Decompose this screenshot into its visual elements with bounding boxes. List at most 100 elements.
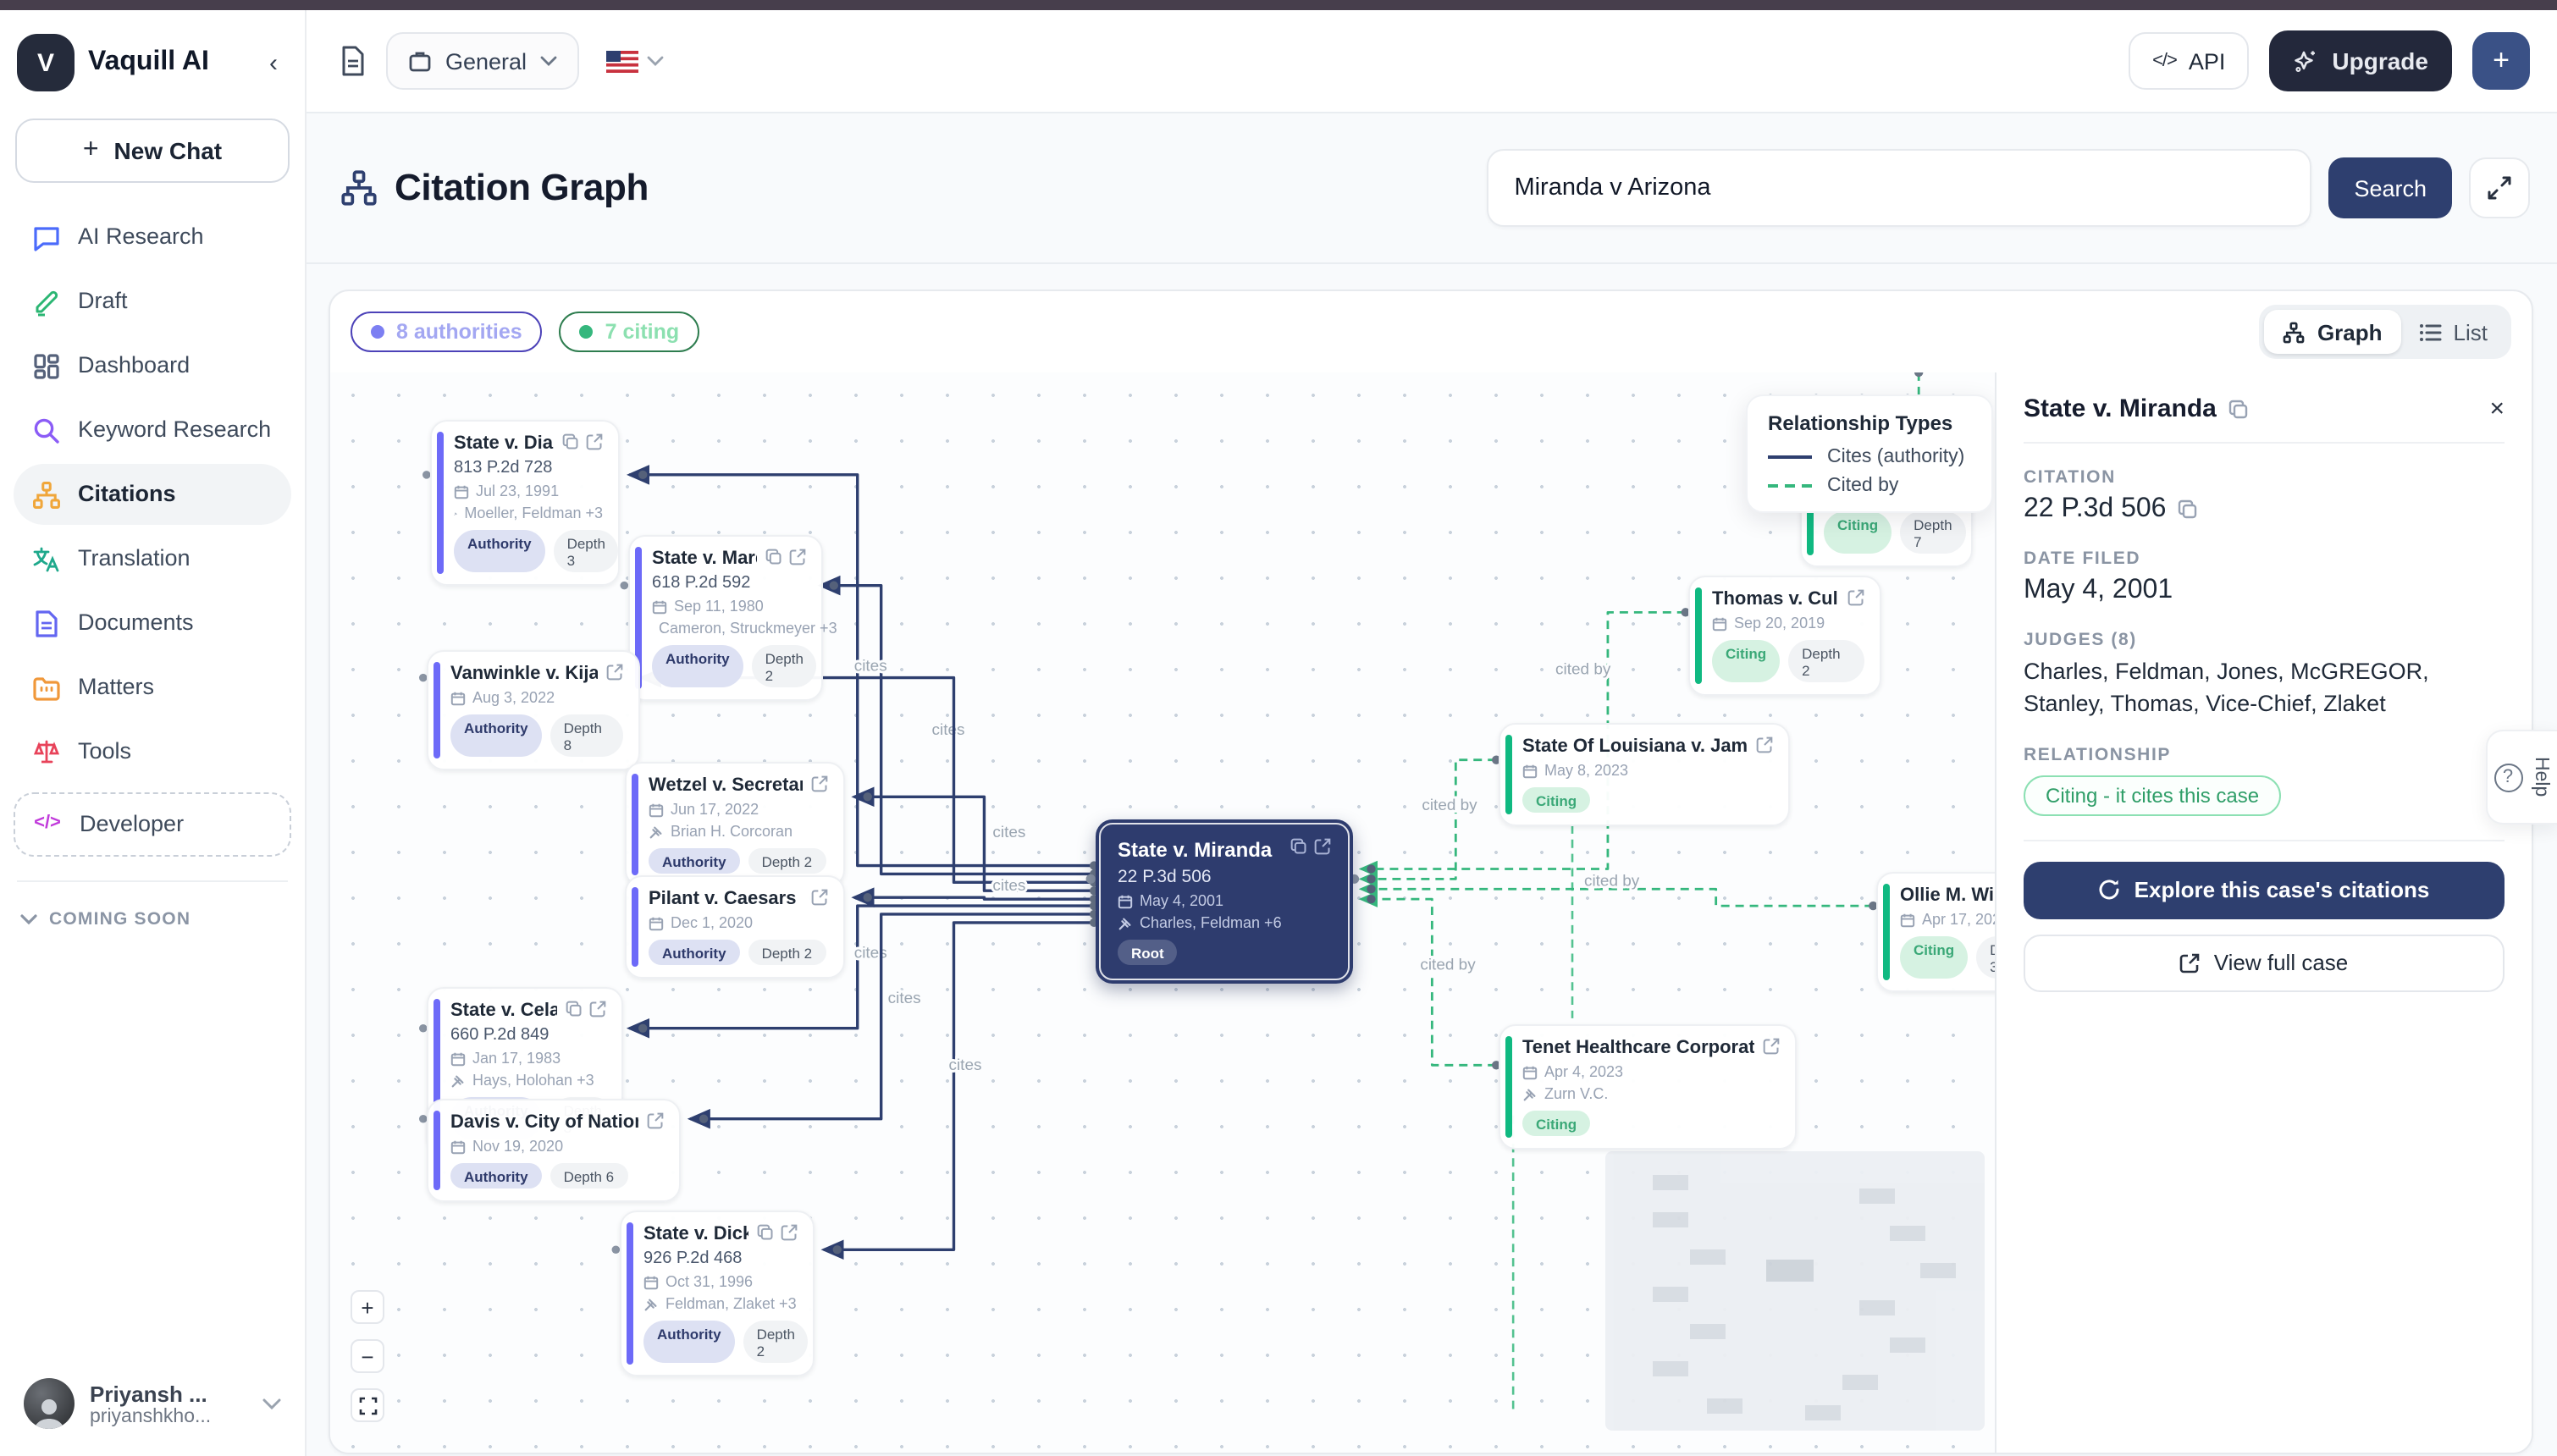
sidebar-item-documents[interactable]: Documents xyxy=(14,593,291,654)
tab-graph-view[interactable]: Graph xyxy=(2264,310,2401,354)
external-link-icon[interactable] xyxy=(1756,736,1773,753)
node-citation: 618 P.2d 592 xyxy=(652,574,751,593)
new-chat-button[interactable]: + New Chat xyxy=(15,119,290,183)
case-search-input[interactable] xyxy=(1487,149,2312,227)
external-link-icon[interactable] xyxy=(1314,838,1331,855)
external-link-icon[interactable] xyxy=(811,775,828,792)
sidebar-item-draft[interactable]: Draft xyxy=(14,271,291,332)
sidebar-item-label: Draft xyxy=(78,287,128,313)
add-button[interactable]: + xyxy=(2472,32,2530,90)
calendar-icon xyxy=(1118,894,1133,908)
copy-icon[interactable] xyxy=(757,1224,774,1241)
edge-cites-wetzel xyxy=(851,786,1095,892)
expand-icon[interactable] xyxy=(2469,157,2530,218)
external-link-icon[interactable] xyxy=(589,1001,606,1018)
badge-depth: Depth 7 xyxy=(1900,511,1966,554)
sidebar-item-matters[interactable]: Matters xyxy=(14,657,291,718)
fullscreen-button[interactable] xyxy=(351,1388,384,1422)
search-button[interactable]: Search xyxy=(2328,157,2452,218)
zoom-in-button[interactable]: + xyxy=(351,1290,384,1324)
explore-citations-button[interactable]: Explore this case's citations xyxy=(2024,861,2505,919)
external-link-icon xyxy=(2180,953,2201,973)
citing-badge[interactable]: 7 citing xyxy=(559,312,700,352)
sidebar-item-dashboard[interactable]: Dashboard xyxy=(14,335,291,396)
sidebar-item-ai-research[interactable]: AI Research xyxy=(14,207,291,267)
external-link-icon[interactable] xyxy=(811,889,828,906)
copy-icon[interactable] xyxy=(562,433,579,450)
external-link-icon[interactable] xyxy=(647,1112,664,1129)
help-widget[interactable]: ? Help xyxy=(2486,730,2557,825)
scales-icon xyxy=(30,736,61,767)
upgrade-button[interactable]: Upgrade xyxy=(2269,30,2452,91)
graph-node-ollie[interactable]: Ollie M. Williams vApr 17, 2023CitingDep… xyxy=(1876,872,1995,992)
graph-node-culpepper[interactable]: Thomas v. CulpepperSep 20, 2019CitingDep… xyxy=(1688,576,1881,696)
edge-label: cited by xyxy=(1420,956,1476,973)
authorities-count: 8 authorities xyxy=(396,320,522,344)
external-link-icon[interactable] xyxy=(606,664,623,681)
question-icon: ? xyxy=(2493,763,2522,791)
sidebar-item-translation[interactable]: Translation xyxy=(14,528,291,589)
sidebar-item-developer[interactable]: </>Developer xyxy=(14,792,291,857)
sidebar-item-label: Documents xyxy=(78,609,194,635)
badge-citing: Citing xyxy=(1522,1111,1591,1136)
copy-icon[interactable] xyxy=(2178,499,2198,520)
copy-icon[interactable] xyxy=(765,549,782,565)
pen-icon xyxy=(30,286,61,317)
document-icon[interactable] xyxy=(340,46,366,76)
view-full-case-button[interactable]: View full case xyxy=(2024,934,2505,992)
graph-node-vanwinkle[interactable]: Vanwinkle v. KijakaziAug 3, 2022Authorit… xyxy=(427,650,640,770)
badge-authority: Authority xyxy=(454,530,545,572)
external-link-icon[interactable] xyxy=(789,549,806,565)
external-link-icon[interactable] xyxy=(586,433,603,450)
external-link-icon[interactable] xyxy=(1847,589,1864,606)
workspace-selector[interactable]: General xyxy=(386,32,580,90)
copy-icon[interactable] xyxy=(566,1001,583,1018)
node-date: May 8, 2023 xyxy=(1544,762,1629,779)
external-link-icon[interactable] xyxy=(781,1224,798,1241)
coming-soon-toggle[interactable]: COMING SOON xyxy=(20,909,284,929)
sidebar-collapse-icon[interactable]: ‹ xyxy=(269,48,278,77)
list-icon xyxy=(2419,323,2442,340)
citing-count: 7 citing xyxy=(605,320,680,344)
help-label: Help xyxy=(2531,757,2551,797)
node-judges: Cameron, Struckmeyer +3 xyxy=(659,620,837,637)
api-button[interactable]: </> API xyxy=(2129,32,2250,90)
badge-depth: Depth 8 xyxy=(550,714,623,757)
sidebar-item-tools[interactable]: Tools xyxy=(14,721,291,782)
sidebar-item-keyword-research[interactable]: Keyword Research xyxy=(14,400,291,461)
sidebar-item-label: Matters xyxy=(78,673,155,699)
citing-dot-icon xyxy=(579,325,594,339)
badge-citing: Citing xyxy=(1522,787,1591,813)
zoom-out-button[interactable]: − xyxy=(351,1339,384,1373)
node-date: Oct 31, 1996 xyxy=(665,1273,754,1290)
citation-graph-icon xyxy=(30,479,61,510)
external-link-icon[interactable] xyxy=(1763,1038,1780,1055)
minimap[interactable] xyxy=(1605,1151,1985,1431)
copy-icon[interactable] xyxy=(2228,399,2249,419)
graph-toolbar: 8 authorities 7 citing Graph xyxy=(330,291,2532,372)
edge-label: cites xyxy=(854,658,887,676)
edge-label: cited by xyxy=(1584,872,1640,890)
language-selector[interactable] xyxy=(606,50,664,72)
graph-node-davis[interactable]: Davis v. City of National CityNov 19, 20… xyxy=(427,1099,681,1202)
close-icon[interactable]: × xyxy=(2489,394,2505,423)
api-label: API xyxy=(2188,48,2226,74)
graph-node-pilant[interactable]: Pilant v. Caesars Enterprise S...Dec 1, … xyxy=(625,875,845,979)
graph-node-tenet[interactable]: Tenet Healthcare Corporation v. St...Apr… xyxy=(1499,1024,1797,1150)
authorities-badge[interactable]: 8 authorities xyxy=(351,312,543,352)
sidebar-item-citations[interactable]: Citations xyxy=(14,464,291,525)
chevron-down-icon xyxy=(20,913,37,924)
user-menu[interactable]: Priyansh ... priyanshkho... xyxy=(14,1368,291,1439)
explore-label: Explore this case's citations xyxy=(2134,877,2430,903)
graph-node-wetzel[interactable]: Wetzel v. Secretary of Health ...Jun 17,… xyxy=(625,762,845,887)
copy-icon[interactable] xyxy=(1290,838,1307,855)
graph-node-louisiana[interactable]: State Of Louisiana v. James Bernar...May… xyxy=(1499,723,1790,826)
badge-authority: Authority xyxy=(652,645,743,687)
tab-list-view[interactable]: List xyxy=(2401,310,2506,354)
content: 8 authorities 7 citing Graph xyxy=(307,264,2557,1456)
